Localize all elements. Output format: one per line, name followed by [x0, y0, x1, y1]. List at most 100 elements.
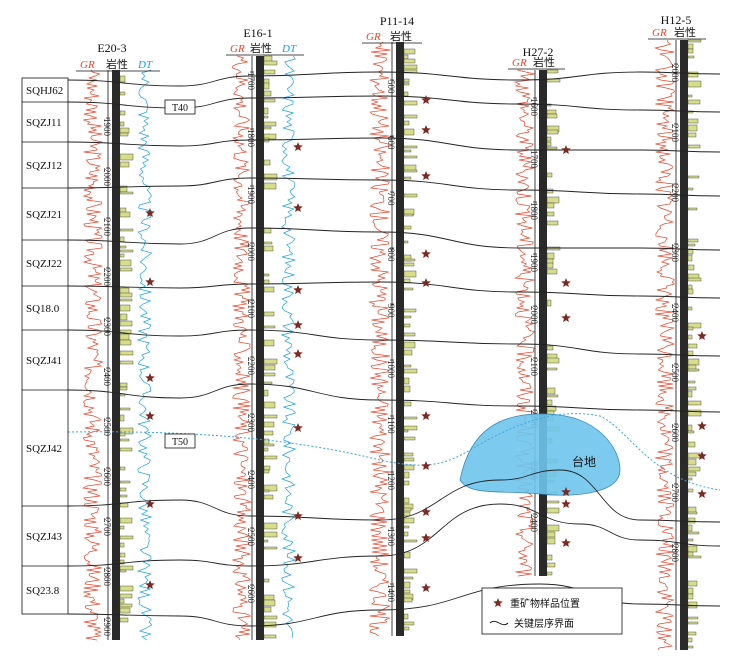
sand-bed: [263, 469, 270, 474]
sand-bed: [119, 559, 125, 565]
sand-bed: [403, 425, 418, 431]
sand-bed: [546, 113, 558, 119]
sand-bed: [263, 60, 278, 66]
sand-bed: [687, 368, 700, 372]
sand-bed: [263, 133, 277, 140]
depth-label: 2500: [102, 418, 112, 437]
t50-text: T50: [172, 437, 188, 448]
legend-box: [481, 587, 623, 635]
sand-bed: [687, 587, 694, 595]
sand-bed: [263, 489, 270, 493]
sand-bed: [263, 279, 270, 285]
sand-bed: [403, 155, 418, 159]
t50-box: [164, 433, 196, 449]
depth-label: 2600: [670, 424, 680, 443]
sequence-label: SQZJ42: [26, 443, 62, 455]
sand-bed: [687, 471, 697, 477]
sand-bed: [687, 94, 693, 98]
depth-label: 600: [386, 136, 396, 150]
sand-bed: [403, 287, 414, 291]
sequence-label: SQZJ22: [26, 258, 62, 270]
sample-star: [561, 145, 571, 154]
sand-bed: [546, 571, 553, 576]
sample-star: [293, 142, 303, 151]
sand-bed: [546, 220, 559, 226]
platform-label: 台地: [572, 454, 596, 469]
depth-label: 2800: [102, 568, 112, 587]
sand-bed: [119, 91, 126, 96]
depth-label: 2100: [102, 218, 112, 237]
sand-bed: [263, 90, 272, 97]
sand-bed: [687, 306, 693, 311]
sand-bed: [263, 494, 274, 500]
sequence-label: SQZJ43: [26, 531, 63, 543]
sand-bed: [687, 380, 696, 384]
sand-bed: [687, 350, 694, 357]
sand-bed: [687, 144, 701, 149]
sand-bed: [403, 262, 415, 267]
sample-star: [561, 499, 571, 508]
sand-bed: [119, 414, 125, 422]
sand-bed: [546, 531, 556, 538]
sand-bed: [263, 115, 269, 119]
sand-bed: [687, 441, 696, 448]
sand-bed: [687, 400, 702, 406]
sand-bed: [403, 377, 410, 385]
sequence-boundaries: [67, 71, 721, 627]
sand-bed: [687, 580, 698, 587]
sample-star: [145, 580, 155, 589]
sand-bed: [119, 161, 130, 168]
depth-label: 2100: [529, 358, 539, 377]
sample-star: [421, 249, 431, 258]
depth-label: 2500: [246, 528, 256, 547]
sand-bed: [263, 594, 275, 601]
sand-bed: [687, 477, 693, 481]
sand-bed: [687, 488, 694, 493]
sand-bed: [119, 127, 130, 134]
depth-label: 1800: [529, 202, 539, 221]
sand-bed: [263, 69, 276, 75]
sand-bed: [119, 432, 126, 437]
sample-star: [697, 489, 707, 498]
sand-bed: [403, 452, 414, 457]
well-name: H12-5: [661, 13, 692, 27]
sand-bed: [687, 593, 694, 600]
sand-bed: [403, 145, 418, 149]
sand-bed: [546, 136, 552, 142]
sample-star: [421, 411, 431, 420]
sand-bed: [546, 399, 553, 406]
mudstone-column: [396, 42, 404, 636]
dt-header: DT: [137, 59, 153, 71]
log-curves: [82, 39, 676, 651]
sand-bed: [119, 427, 134, 435]
sand-bed: [687, 48, 694, 54]
sand-bed: [546, 268, 558, 275]
depth-label: 2000: [529, 306, 539, 325]
sand-bed: [546, 246, 561, 251]
sand-bed: [546, 211, 555, 217]
sand-bed: [119, 525, 125, 530]
t40-tag: T40: [164, 99, 196, 115]
sand-bed: [403, 315, 412, 319]
depth-label: 1600: [529, 98, 539, 117]
sand-bed: [546, 172, 553, 178]
sand-bed: [687, 326, 694, 331]
sand-bed: [403, 308, 417, 313]
sand-bed: [403, 464, 415, 471]
depth-label: 1900: [246, 186, 256, 205]
sample-star: [145, 277, 155, 286]
sand-bed: [119, 228, 134, 232]
sand-bed: [546, 537, 556, 545]
sample-star: [421, 507, 431, 516]
lithology-header: 岩性: [674, 25, 696, 39]
sand-bed: [403, 270, 417, 278]
dt-curve: [280, 55, 297, 639]
sand-bed: [403, 82, 410, 86]
sand-bed: [403, 507, 412, 512]
sand-bed: [119, 236, 125, 243]
sand-bed: [119, 191, 134, 195]
